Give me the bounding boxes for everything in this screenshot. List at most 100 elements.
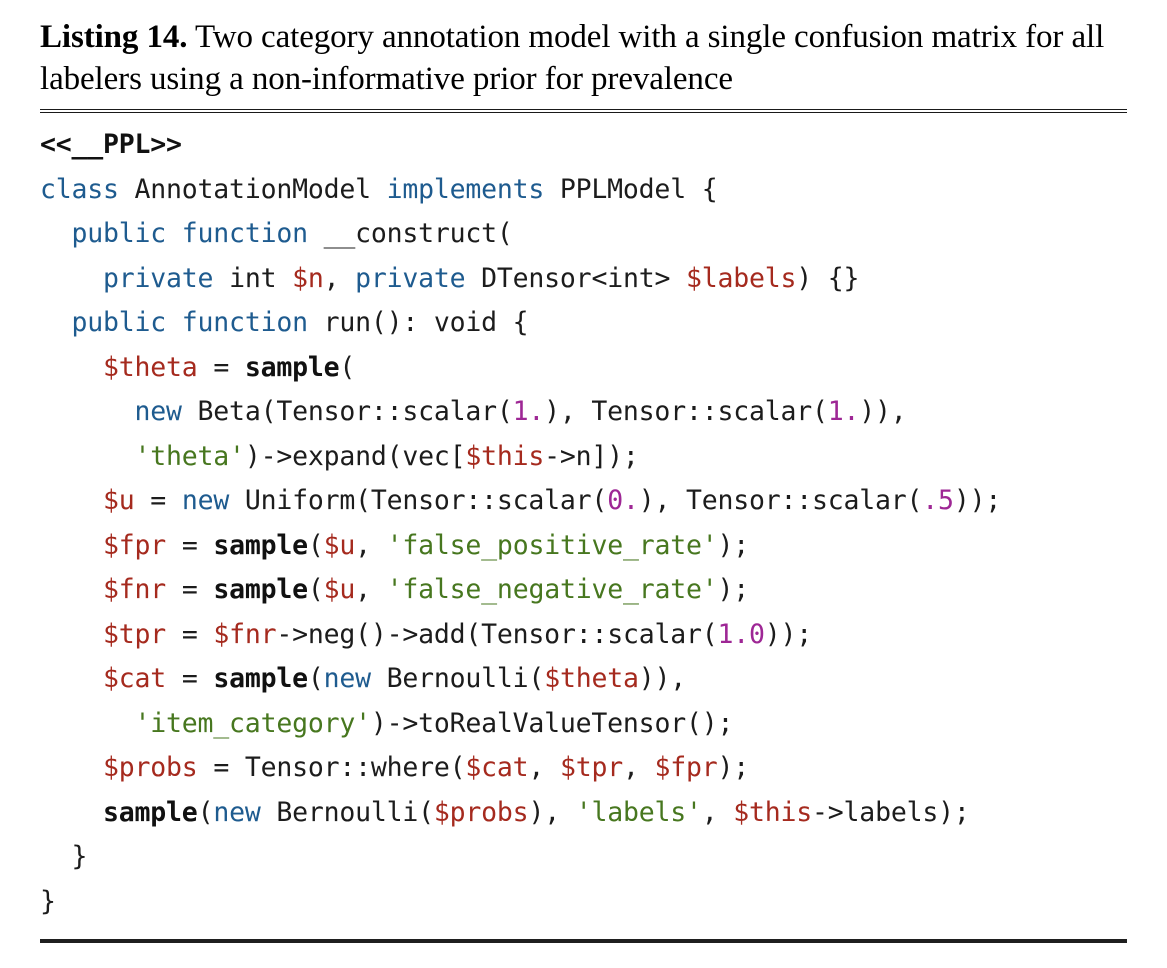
code-indent (40, 619, 103, 650)
code-token-var: $tpr (103, 618, 167, 650)
listing-caption: Listing 14. Two category annotation mode… (40, 0, 1130, 100)
code-token-var: $cat (103, 663, 167, 694)
code-token-plain: = (166, 574, 214, 605)
code-token-plain: PPLModel { (544, 173, 718, 205)
code-line: $fnr = sample($u, 'false_negative_rate')… (40, 568, 1127, 613)
code-line: public function run(): void { (40, 301, 1127, 346)
code-token-plain: )->toRealValueTensor(); (370, 707, 734, 739)
code-token-num: 1. (512, 396, 545, 427)
code-token-var: $u (323, 529, 356, 561)
code-token-plain: ( (197, 796, 214, 828)
source-code-block: <<__PPL>>class AnnotationModel implement… (40, 123, 1127, 924)
code-token-str: 'false_negative_rate' (386, 574, 718, 605)
code-line: class AnnotationModel implements PPLMode… (40, 168, 1127, 213)
code-token-kw: private (355, 262, 466, 294)
code-token-fn: sample (213, 529, 308, 561)
code-token-var: $this (733, 796, 813, 828)
code-indent (40, 574, 103, 605)
code-indent (40, 841, 72, 872)
code-token-str: 'theta' (134, 440, 245, 472)
code-indent (40, 352, 103, 383)
code-indent (40, 797, 103, 828)
code-line: } (40, 880, 1127, 925)
code-line: <<__PPL>> (40, 123, 1127, 168)
code-token-plain: = (134, 485, 182, 516)
listing-caption-text: Two category annotation model with a sin… (40, 19, 1105, 97)
code-token-kw: new (213, 796, 261, 828)
code-token-plain: , (323, 262, 356, 294)
code-token-str: 'item_category' (134, 707, 372, 739)
code-token-plain: ->neg()->add(Tensor::scalar( (276, 618, 718, 650)
code-token-plain: ), (528, 796, 576, 828)
code-indent (40, 307, 72, 338)
code-token-plain: )), (859, 396, 907, 427)
code-indent (40, 441, 135, 472)
code-line: $u = new Uniform(Tensor::scalar(0.), Ten… (40, 479, 1127, 524)
code-token-num: 0. (607, 485, 639, 516)
code-token-kw: class (40, 173, 119, 205)
code-token-var: $u (103, 485, 135, 516)
code-token-plain: } (71, 841, 88, 872)
code-indent (40, 396, 135, 427)
code-line: private int $n, private DTensor<int> $la… (40, 257, 1127, 302)
code-token-plain: )); (764, 618, 813, 650)
code-token-var: $labels (685, 262, 797, 294)
code-token-plain: )); (953, 485, 1002, 516)
code-indent (40, 218, 72, 249)
code-token-plain: = Tensor::where( (197, 752, 466, 783)
code-token-kw: new (134, 396, 182, 427)
code-token-plain: Bernoulli( (370, 663, 545, 694)
code-line: $fpr = sample($u, 'false_positive_rate')… (40, 524, 1127, 569)
code-token-plain: )->expand(vec[ (244, 440, 466, 472)
code-indent (40, 752, 103, 783)
code-token-fn: sample (213, 574, 308, 605)
code-token-plain: = (197, 351, 245, 383)
code-indent (40, 663, 103, 694)
code-token-plain: ->n]); (544, 440, 639, 472)
code-token-str: 'false_positive_rate' (386, 529, 718, 561)
code-token-kw: new (323, 663, 371, 694)
code-token-plain: ), Tensor::scalar( (638, 485, 923, 516)
code-token-plain: int (213, 262, 293, 294)
code-token-plain: , (622, 752, 655, 783)
code-token-var: $tpr (559, 752, 623, 783)
code-token-plain: ); (717, 529, 750, 561)
code-token-var: $fnr (213, 618, 277, 650)
code-token-num: 1.0 (717, 618, 765, 650)
code-line: $tpr = $fnr->neg()->add(Tensor::scalar(1… (40, 613, 1127, 658)
code-line: 'theta')->expand(vec[$this->n]); (40, 435, 1127, 480)
code-token-fn: sample (103, 796, 198, 828)
code-token-plain: , (528, 752, 560, 783)
code-token-plain: ->labels); (812, 796, 970, 828)
code-token-num: .5 (922, 485, 954, 516)
code-token-plain: __construct( (307, 218, 513, 249)
code-line: public function __construct( (40, 212, 1127, 257)
code-token-var: $probs (433, 796, 529, 828)
code-token-var: $fpr (654, 752, 718, 783)
code-token-kw: new (181, 485, 230, 516)
code-token-plain: ( (307, 529, 324, 561)
code-token-plain: = (166, 618, 214, 650)
code-token-kw: public function (71, 218, 309, 249)
code-token-plain: run(): void { (307, 307, 529, 338)
code-token-plain: , (355, 529, 387, 561)
code-token-fn: sample (213, 663, 308, 694)
code-indent (40, 530, 103, 561)
code-line: $cat = sample(new Bernoulli($theta)), (40, 657, 1127, 702)
code-token-plain: ) {} (796, 262, 860, 294)
code-token-plain: , (701, 796, 734, 828)
code-line: $theta = sample( (40, 346, 1127, 391)
code-token-plain: ); (717, 752, 750, 783)
code-token-var: $probs (103, 752, 198, 783)
code-token-var: $theta (544, 663, 639, 694)
code-token-plain: ( (339, 351, 356, 383)
code-token-plain: DTensor<int> (465, 262, 686, 294)
code-token-var: $theta (103, 351, 198, 383)
code-token-var: $fnr (103, 574, 167, 605)
code-token-plain: ), Tensor::scalar( (544, 396, 828, 427)
code-line: } (40, 835, 1127, 880)
code-token-plain: AnnotationModel (118, 173, 387, 205)
code-token-plain: Uniform(Tensor::scalar( (229, 485, 608, 516)
code-token-plain: Bernoulli( (260, 796, 434, 828)
code-token-num: 1. (827, 396, 860, 427)
